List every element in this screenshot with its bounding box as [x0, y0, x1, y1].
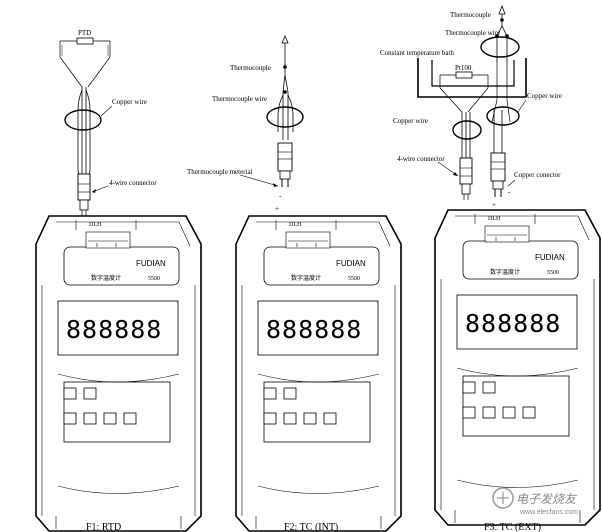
minus-terminal: - — [279, 192, 282, 200]
four-wire-connector-label: 4-wire connector — [397, 155, 445, 163]
copper-wire — [77, 87, 91, 180]
copper-wire-right — [493, 110, 503, 155]
four-wire-connector-label: 4-wire connector — [109, 179, 157, 187]
meter-port-label: DLH — [89, 222, 102, 228]
panel-caption: F2: TC (INT) — [284, 522, 338, 532]
thermocouple-wire-highlight-ellipse — [266, 106, 304, 128]
copper-connector-label: Copper conector — [514, 171, 561, 179]
thermocouple-probe — [277, 34, 294, 140]
four-wire-connector — [459, 157, 473, 201]
thermocouple-connector — [277, 142, 293, 188]
meter-chinese-name: 数字温度计 — [490, 268, 520, 276]
pt100-sensor — [455, 71, 473, 79]
meter-chinese-name: 数字温度计 — [91, 274, 121, 282]
meter-lcd-display: 888888 — [465, 309, 561, 338]
meter-model-number: 5500 — [148, 276, 160, 282]
copper-wire-left — [461, 112, 471, 160]
thermocouple-wire-label: Thermocouple wire — [445, 29, 500, 37]
copper-wire-highlight-ellipse-left — [452, 120, 482, 140]
meter-chinese-name: 数字温度计 — [291, 274, 321, 282]
meter-brand-label: FUDIAN — [535, 253, 565, 262]
copper-connector — [490, 152, 506, 198]
panel-f2-tc-int: Thermocouple Thermocouple wire Thermocou… — [187, 34, 402, 532]
plus-terminal: + — [275, 205, 279, 213]
copper-wire-label-left: Copper wire — [393, 117, 428, 125]
watermark-logo-icon — [492, 487, 514, 509]
meter-model-number: 5500 — [547, 270, 559, 276]
meter-port-label: DLH — [488, 216, 501, 222]
thermocouple-material-label: Thermocouple meterial — [187, 168, 253, 176]
copper-wire-label: Copper wire — [112, 98, 147, 106]
plus-terminal: + — [492, 201, 496, 209]
thermocouple-label: Thermocouple — [450, 11, 491, 19]
rtd-sensor — [59, 37, 111, 88]
watermark-url: www.elecfans.com — [519, 509, 578, 516]
panel-caption: F3: TC (EXT) — [484, 522, 541, 532]
thermocouple-wire-highlight-ellipse — [480, 36, 520, 58]
meter-lcd-display: 888888 — [266, 315, 362, 344]
copper-wire-label-right: Copper wire — [527, 92, 562, 100]
four-wire-connector — [77, 173, 91, 217]
meter-f3: DLH FUDIAN 数字温度计 5500 888888 — [434, 209, 601, 526]
copper-wire-leader — [100, 105, 113, 117]
meter-f1: DLH FUDIAN 数字温度计 5500 888888 — [35, 215, 202, 532]
constant-temperature-bath-label: Constant temperature bath — [380, 49, 454, 57]
pt100-label: Pt100 — [455, 64, 472, 72]
panel-caption: F1: RTD — [86, 522, 121, 532]
meter-model-number: 5500 — [348, 276, 360, 282]
meter-f2: DLH FUDIAN 数字温度计 5500 888888 — [235, 215, 402, 532]
meter-lcd-display: 888888 — [66, 315, 162, 344]
copper-wire-highlight-ellipse — [64, 109, 102, 131]
meter-brand-label: FUDIAN — [136, 259, 166, 268]
minus-terminal: - — [508, 188, 511, 196]
meter-brand-label: FUDIAN — [336, 259, 366, 268]
thermocouple-label: Thermocouple — [230, 64, 271, 72]
copper-wire-highlight-ellipse-right — [486, 106, 520, 126]
constant-temperature-bath — [417, 58, 527, 98]
panel-f1-rtd: PTD Copper wire 4-wire connector DLH FUD… — [35, 29, 202, 532]
meter-port-label: DLH — [289, 222, 302, 228]
watermark: 电子发烧友 www.elecfans.com — [492, 487, 578, 516]
rtd-label: PTD — [78, 29, 91, 37]
watermark-text: 电子发烧友 — [516, 492, 578, 506]
panel-f3-tc-ext: Thermocouple Thermocouple wire Constant … — [380, 4, 601, 532]
thermocouple-wire-label: Thermocouple wire — [212, 95, 267, 103]
